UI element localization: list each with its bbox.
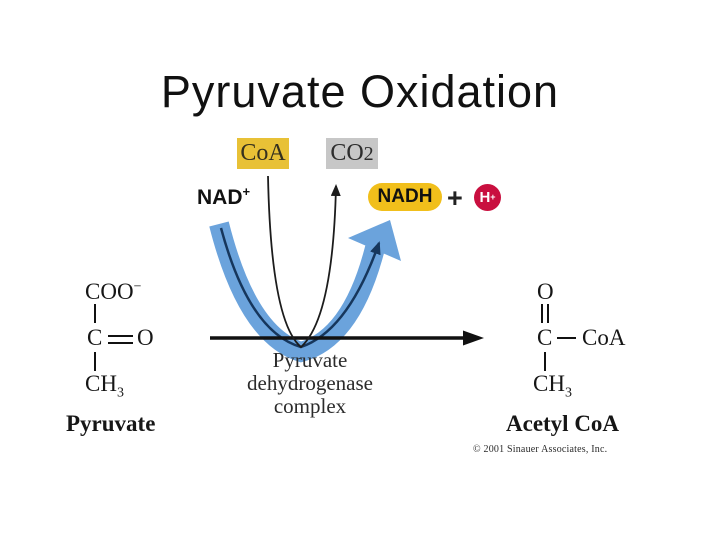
blue-reaction-arrowhead: [348, 220, 401, 261]
pyruvate-carbonyl-c: C: [87, 325, 103, 350]
pyruvate-ch-subscript: 3: [116, 385, 124, 401]
page-title: Pyruvate Oxidation: [160, 66, 560, 117]
plus-sign: +: [447, 183, 463, 213]
nad-text: NAD: [197, 186, 243, 209]
pyruvate-carbonyl-o: O: [137, 325, 154, 350]
coa-highlight-label: CoA: [237, 138, 289, 169]
pyruvate-coo-group: COO−: [85, 279, 141, 305]
nad-superscript: +: [242, 184, 251, 199]
enzyme-line-1: Pyruvate: [272, 348, 348, 372]
acetyl-carbonyl-c: C: [537, 325, 553, 350]
nadh-badge: NADH: [368, 183, 442, 211]
pyruvate-methyl-group: CH3: [85, 371, 124, 400]
acetyl-carbonyl-o: O: [537, 279, 554, 304]
pyruvate-coo-text: COO: [85, 279, 134, 304]
h-plus-text: H: [479, 189, 491, 206]
h-plus-badge: H+: [474, 184, 501, 211]
main-reaction-arrowhead: [463, 330, 484, 346]
acetyl-coa-name: Acetyl CoA: [506, 411, 620, 436]
enzyme-caption: Pyruvate dehydrogenase complex: [222, 349, 398, 418]
nad-plus-label: NAD+: [197, 184, 251, 210]
pyruvate-ch-text: CH: [85, 371, 117, 396]
copyright-credit: © 2001 Sinauer Associates, Inc.: [473, 444, 608, 455]
acetyl-ch-subscript: 3: [564, 385, 572, 401]
pyruvate-coo-charge: −: [133, 279, 142, 295]
blue-reaction-band: [209, 221, 385, 363]
acetyl-methyl-group: CH3: [533, 371, 572, 400]
coa-in-co2-out-line: [267, 175, 341, 349]
acetyl-ch-text: CH: [533, 371, 565, 396]
acetyl-coa-group: CoA: [582, 325, 626, 350]
enzyme-line-2: dehydrogenase: [247, 371, 373, 395]
enzyme-line-3: complex: [273, 394, 347, 418]
nadh-text: NADH: [377, 186, 433, 207]
pyruvate-name: Pyruvate: [66, 411, 156, 436]
co2-text: CO: [330, 140, 364, 166]
coa-text: CoA: [240, 140, 286, 166]
